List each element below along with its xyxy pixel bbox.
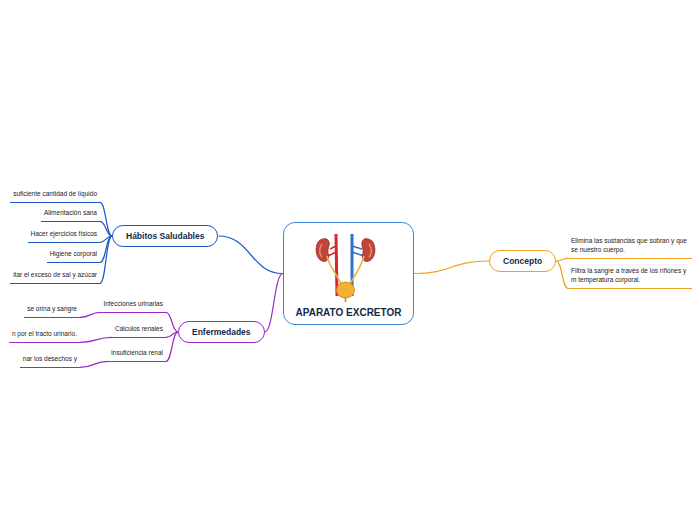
topic-text: nar los desechos y [23, 355, 77, 364]
topic-text: APARATO EXCRETOR [284, 307, 413, 318]
subtopic: Higiene corporal [47, 249, 100, 263]
topic-text: n por el tracto urinario. [12, 330, 77, 339]
branch-connector [218, 236, 283, 274]
subtopic: suficiente cantidad de líquido [10, 189, 100, 203]
topic-text: Hacer ejercicios físicos [31, 230, 97, 239]
subtopic: Cálculos renales [112, 324, 166, 338]
branch-connector [166, 312, 178, 332]
main-topic: Concepto [489, 250, 556, 272]
branch-connector [556, 261, 568, 288]
topic-text: Alimentación sana [44, 209, 97, 218]
topic-text: suficiente cantidad de líquido [13, 190, 97, 199]
topic-text: Elimina las sustancias que sobran y que … [571, 237, 689, 255]
branch-connector [100, 202, 112, 236]
branch-connector [80, 361, 108, 367]
topic-text: Insuficiencia renal [111, 349, 163, 358]
branch-connector [80, 337, 112, 342]
topic-text: Enfermedades [192, 327, 251, 337]
kidneys-figure [316, 234, 375, 302]
subtopic: nar los desechos y [20, 354, 80, 368]
branch-connector [556, 258, 568, 261]
subtopic: Insuficiencia renal [108, 348, 166, 362]
subtopic: Hacer ejercicios físicos [28, 229, 100, 243]
topic-text: Filtra la sangre a través de los riñones… [571, 267, 689, 285]
branch-connector [100, 236, 112, 283]
branch-connector [100, 221, 112, 236]
branch-connector [265, 274, 283, 333]
subtopic: n por el tracto urinario. [9, 329, 80, 343]
subtopic: Elimina las sustancias que sobran y que … [568, 236, 692, 259]
central-topic: APARATO EXCRETOR [283, 222, 414, 325]
main-topic: Hábitos Saludables [112, 225, 218, 247]
branch-connector [80, 312, 100, 317]
topic-text: itar el exceso de sal y azúcar [13, 271, 97, 280]
topic-text: Hábitos Saludables [126, 231, 204, 241]
subtopic: Infecciones urinarias [100, 299, 166, 313]
topic-text: Higiene corporal [50, 250, 97, 259]
branch-connector [166, 332, 178, 361]
topic-text: Concepto [503, 256, 542, 266]
main-topic: Enfermedades [178, 321, 265, 343]
subtopic: Alimentación sana [41, 208, 100, 222]
subtopic: Filtra la sangre a través de los riñones… [568, 266, 692, 289]
topic-text: Cálculos renales [115, 325, 163, 334]
subtopic: se orina y sangre [24, 304, 80, 318]
subtopic: itar el exceso de sal y azúcar [10, 270, 100, 284]
branch-connector [414, 261, 489, 274]
topic-text: se orina y sangre [27, 305, 77, 314]
topic-text: Infecciones urinarias [103, 300, 163, 309]
